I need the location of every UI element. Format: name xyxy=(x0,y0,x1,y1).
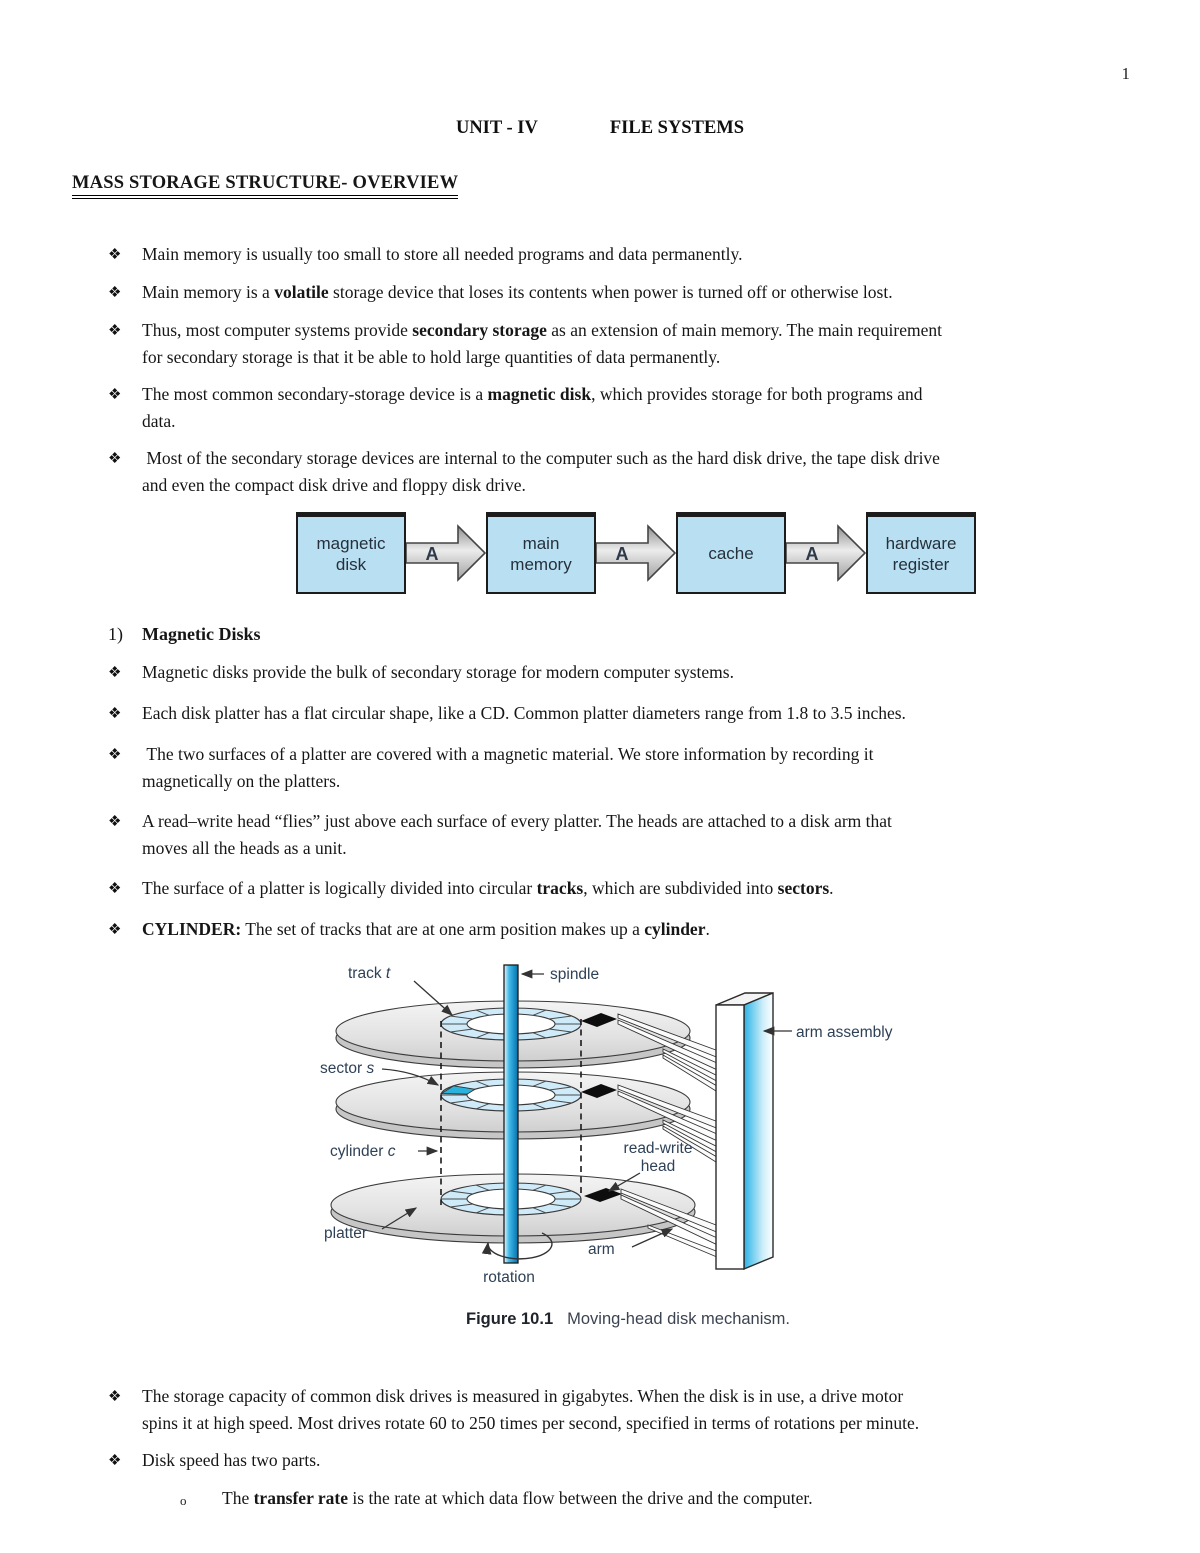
section-number: 1) xyxy=(108,624,123,644)
bullet-text: Main memory is a volatile storage device… xyxy=(142,282,893,302)
bullet-text: The storage capacity of common disk driv… xyxy=(142,1386,920,1433)
diamond-bullet-icon: ❖ xyxy=(108,922,122,938)
diamond-bullet-icon: ❖ xyxy=(108,706,122,722)
figure-caption: Figure 10.1 Moving-head disk mechanism. xyxy=(318,1310,938,1329)
arm-assembly-label: arm assembly xyxy=(796,1024,893,1041)
list-item: ❖ Disk speed has two parts. xyxy=(108,1447,1136,1475)
diamond-bullet-icon: ❖ xyxy=(108,665,122,681)
diamond-bullet-icon: ❖ xyxy=(108,747,122,763)
diamond-bullet-icon: ❖ xyxy=(108,387,122,403)
arrow-right-icon: A xyxy=(596,524,676,582)
section-heading-wrap: MASS STORAGE STRUCTURE- OVERVIEW xyxy=(72,173,1200,199)
section-1-heading: 1) Magnetic Disks xyxy=(0,621,1200,647)
list-item: ❖ The surface of a platter is logically … xyxy=(108,875,1136,903)
intro-bullet-list: ❖ Main memory is usually too small to st… xyxy=(0,241,1200,499)
read-write-head-label: read-write xyxy=(624,1140,693,1157)
bullet-text: Each disk platter has a flat circular sh… xyxy=(142,703,906,723)
page-number: 1 xyxy=(1121,64,1131,83)
platter-label: platter xyxy=(324,1225,367,1242)
list-item: ❖ Main memory is a volatile storage devi… xyxy=(108,279,1136,307)
storage-hierarchy-diagram: magnetic disk A main memory A cache A ha… xyxy=(296,511,1200,595)
bullet-text: Most of the secondary storage devices ar… xyxy=(142,448,940,495)
diamond-bullet-icon: ❖ xyxy=(108,1389,122,1405)
diamond-bullet-icon: ❖ xyxy=(108,1453,122,1469)
page-title: MASS STORAGE STRUCTURE- OVERVIEW xyxy=(72,173,459,199)
sub-bullet-text: The transfer rate is the rate at which d… xyxy=(222,1488,813,1508)
disk-arms xyxy=(617,1013,725,1261)
cylinder-dashed-lines xyxy=(440,1019,582,1205)
rotation-arrow xyxy=(481,1232,553,1260)
arrow-right-icon: A xyxy=(786,524,866,582)
arrow-label: A xyxy=(616,544,629,564)
list-item: ❖ The two surfaces of a platter are cove… xyxy=(108,741,1136,795)
hierarchy-box-main-memory: main memory xyxy=(486,512,596,594)
read-write-head-label-2: head xyxy=(641,1158,675,1175)
title-subject: FILE SYSTEMS xyxy=(609,118,745,138)
bullet-text: Disk speed has two parts. xyxy=(142,1450,321,1470)
list-item: ❖ Thus, most computer systems provide se… xyxy=(108,317,1136,371)
arrow-right-icon: A xyxy=(406,524,486,582)
hierarchy-box-magnetic-disk: magnetic disk xyxy=(296,512,406,594)
bullet-text: Main memory is usually too small to stor… xyxy=(142,244,743,264)
document-title: UNIT - IV FILE SYSTEMS xyxy=(0,0,1200,139)
arm-assembly xyxy=(715,991,774,1271)
diamond-bullet-icon: ❖ xyxy=(108,814,122,830)
rotation-label: rotation xyxy=(483,1269,535,1286)
sub-list-item: o The transfer rate is the rate at which… xyxy=(0,1485,1200,1514)
hierarchy-box-hardware-register: hardware register xyxy=(866,512,976,594)
circle-bullet-icon: o xyxy=(180,1493,187,1508)
label-pointers xyxy=(381,969,792,1248)
bullet-text: Thus, most computer systems provide seco… xyxy=(142,320,942,367)
sector-highlight xyxy=(439,1085,477,1095)
diamond-bullet-icon: ❖ xyxy=(108,881,122,897)
list-item: ❖ Each disk platter has a flat circular … xyxy=(108,700,1136,728)
spindle-label: spindle xyxy=(550,966,599,983)
diamond-bullet-icon: ❖ xyxy=(108,451,122,467)
list-item: ❖ Main memory is usually too small to st… xyxy=(108,241,1136,269)
track-label: track t xyxy=(348,965,391,982)
disk-mechanism-drawing: track t spindle sector s cylinder c arm … xyxy=(320,964,893,1286)
list-item: ❖ The most common secondary-storage devi… xyxy=(108,381,1136,435)
list-item: ❖ CYLINDER: The set of tracks that are a… xyxy=(108,916,1136,944)
sector-label: sector s xyxy=(320,1060,375,1077)
diamond-bullet-icon: ❖ xyxy=(108,285,122,301)
list-item: ❖ Magnetic disks provide the bulk of sec… xyxy=(108,659,1136,687)
figure-caption-text: Moving-head disk mechanism. xyxy=(567,1310,790,1328)
bottom-bullet-list: ❖ The storage capacity of common disk dr… xyxy=(0,1383,1200,1475)
bullet-text: The two surfaces of a platter are covere… xyxy=(142,744,874,791)
disk-mechanism-figure: track t spindle sector s cylinder c arm … xyxy=(318,957,938,1329)
arrow-label: A xyxy=(426,544,439,564)
hierarchy-box-cache: cache xyxy=(676,512,786,594)
arm-label: arm xyxy=(588,1241,615,1258)
bullet-text: The most common secondary-storage device… xyxy=(142,384,923,431)
cylinder-label: cylinder c xyxy=(330,1143,396,1160)
list-item: ❖ Most of the secondary storage devices … xyxy=(108,445,1136,499)
bullet-text: A read–write head “flies” just above eac… xyxy=(142,811,892,858)
bullet-text: The surface of a platter is logically di… xyxy=(142,878,834,898)
title-unit: UNIT - IV xyxy=(455,118,538,138)
bullet-text: CYLINDER: The set of tracks that are at … xyxy=(142,919,710,939)
diamond-bullet-icon: ❖ xyxy=(108,247,122,263)
arrow-label: A xyxy=(806,544,819,564)
diamond-bullet-icon: ❖ xyxy=(108,323,122,339)
figure-caption-number: Figure 10.1 xyxy=(466,1310,554,1328)
bullet-text: Magnetic disks provide the bulk of secon… xyxy=(142,662,734,682)
list-item: ❖ The storage capacity of common disk dr… xyxy=(108,1383,1136,1437)
magnetic-disk-bullet-list: ❖ Magnetic disks provide the bulk of sec… xyxy=(0,659,1200,944)
spindle-rod xyxy=(503,964,519,1264)
list-item: ❖ A read–write head “flies” just above e… xyxy=(108,808,1136,862)
section-title: Magnetic Disks xyxy=(142,624,261,644)
